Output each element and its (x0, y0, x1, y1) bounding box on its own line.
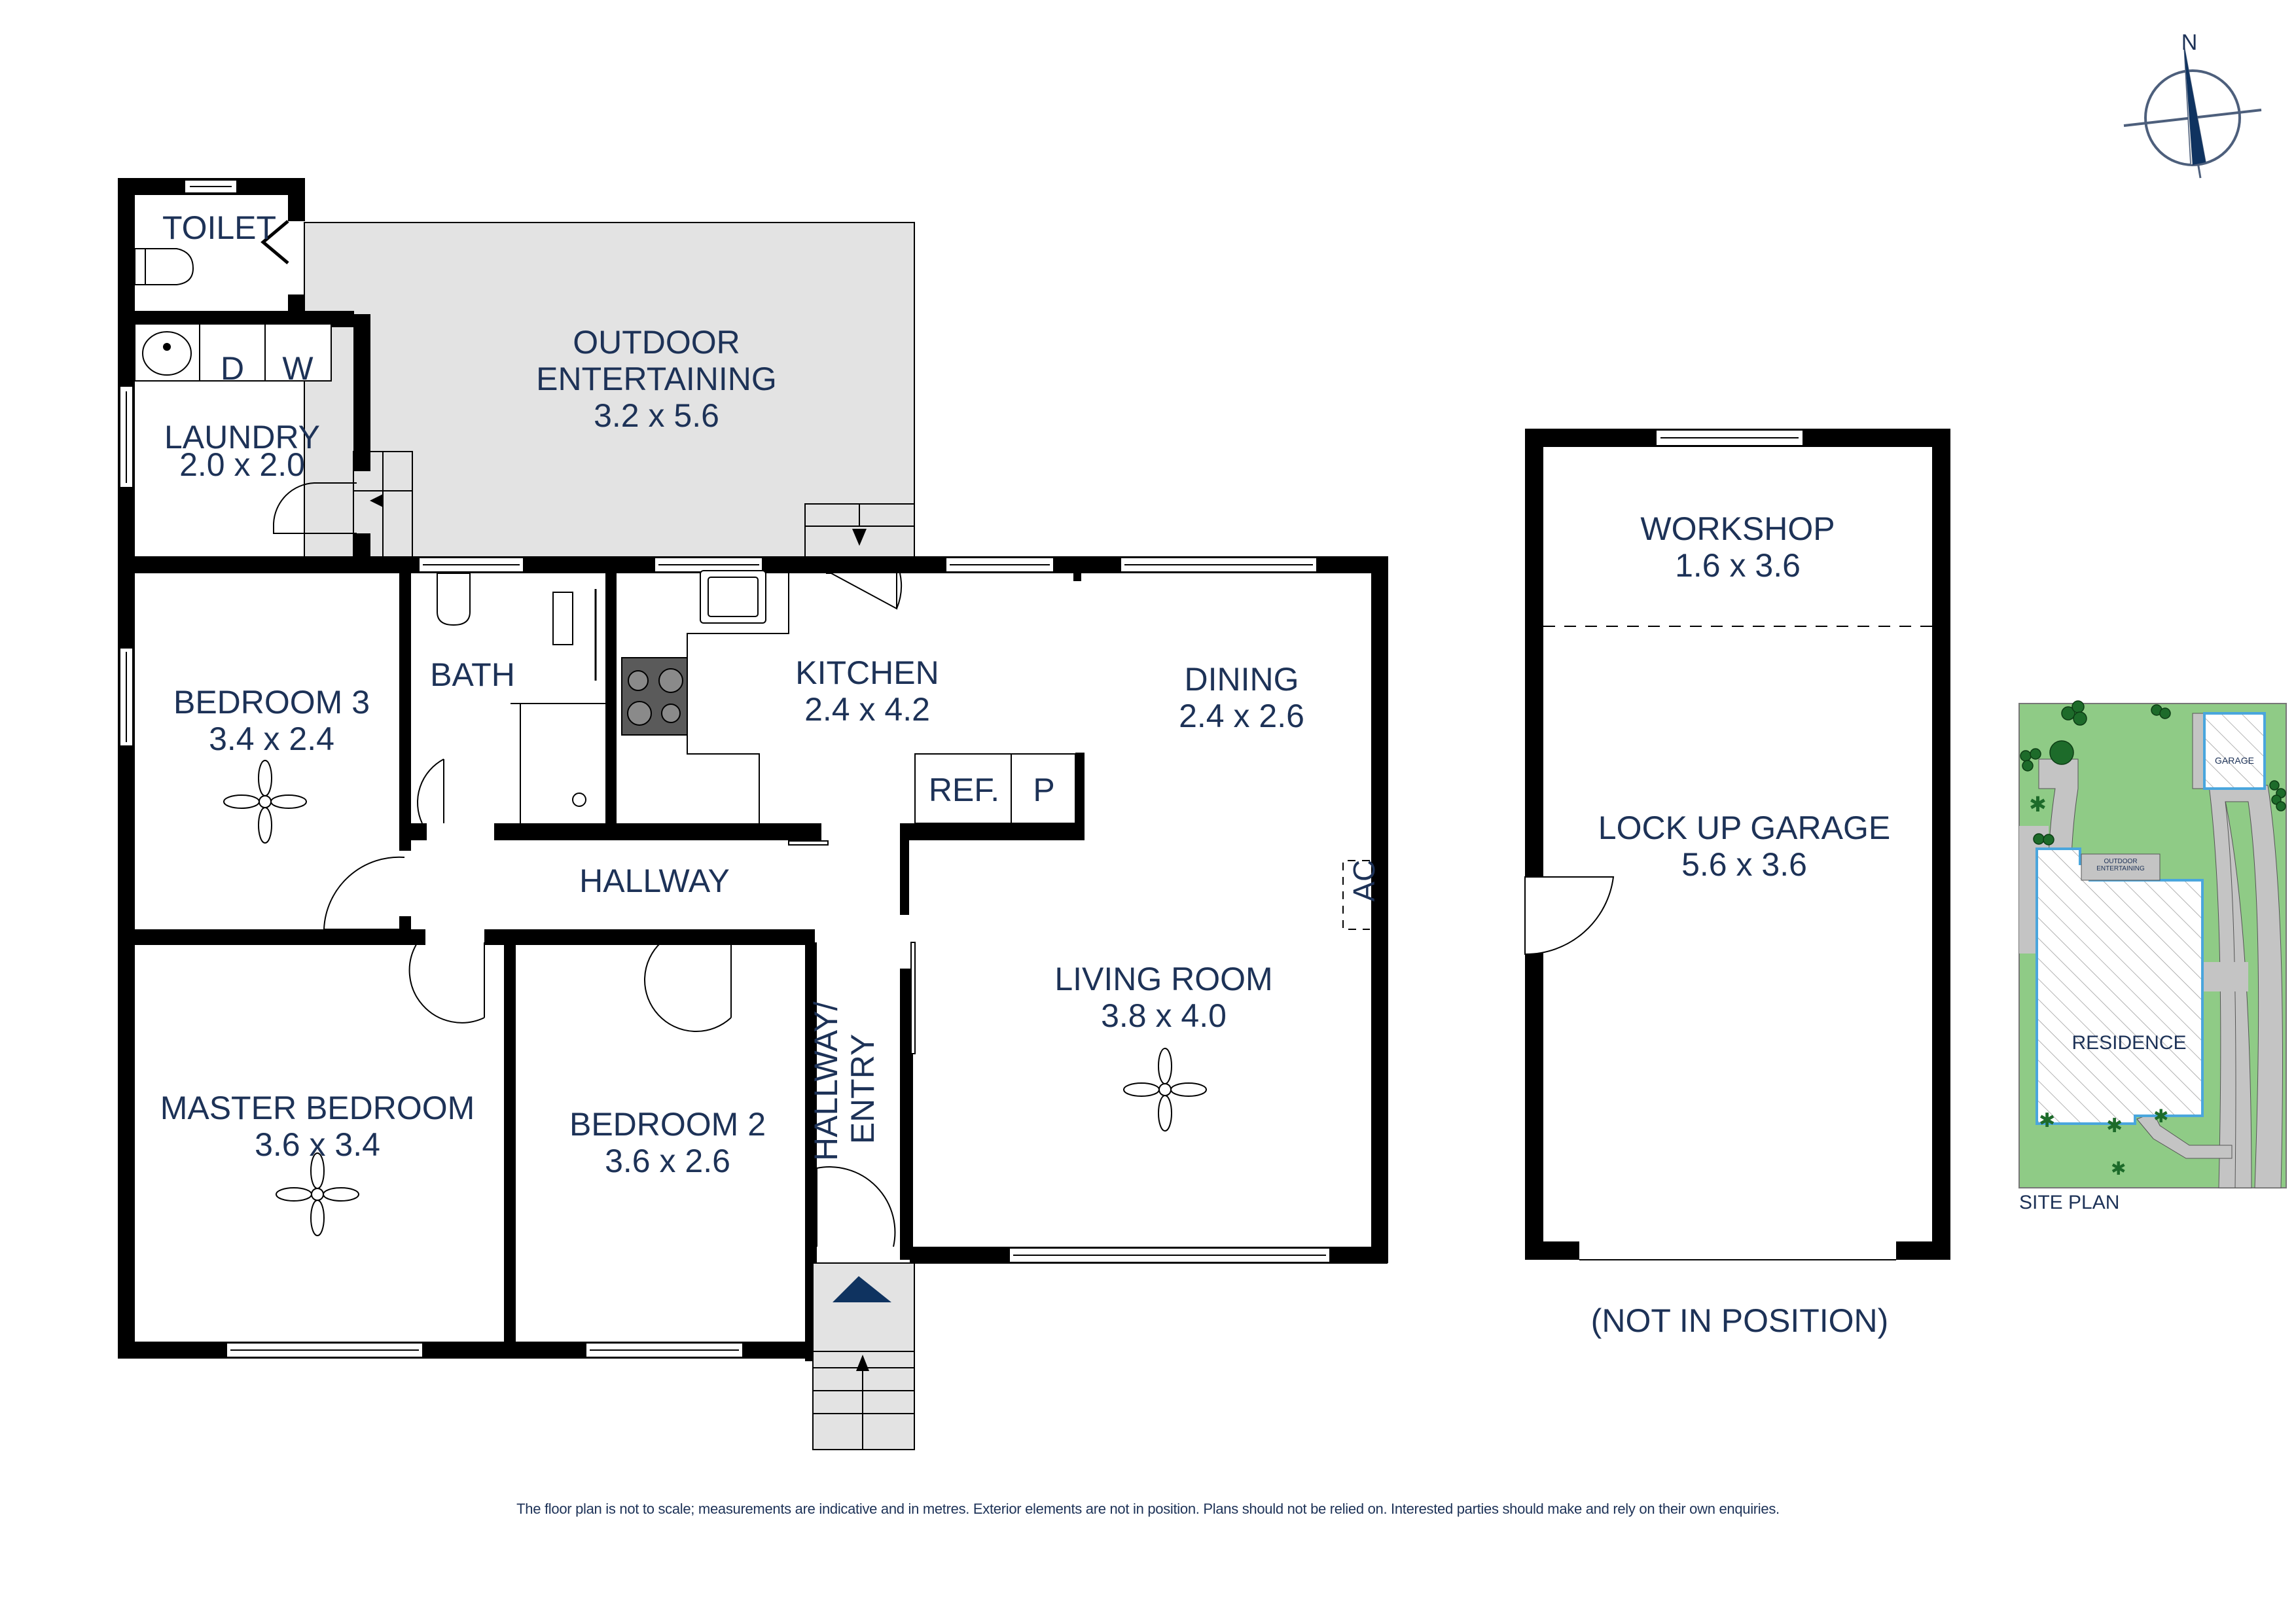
room-label-hallway-entry: HALLWAY/ ENTRY (808, 1001, 881, 1161)
room-name: LIVING ROOM (1054, 961, 1273, 997)
room-name: LAUNDRY (164, 419, 321, 455)
room-dimensions: 3.4 x 2.4 (209, 721, 334, 757)
room-name: MASTER BEDROOM (160, 1090, 475, 1126)
entry-arrow-icon (833, 1276, 891, 1302)
garage-details (1524, 429, 1932, 955)
garage-position-note: (NOT IN POSITION) (1590, 1302, 1889, 1339)
ceiling-fan-icon (1123, 1048, 1207, 1132)
room-name: ENTRY (844, 1033, 881, 1145)
room-name: ENTERTAINING (536, 361, 777, 397)
room-name: HALLWAY/ (808, 1001, 844, 1161)
fixtures (134, 248, 1370, 930)
room-label-bedroom-3: BEDROOM 3 3.4 x 2.4 (173, 684, 370, 757)
doors (260, 220, 916, 1247)
ac-unit-label: AC (1347, 859, 1382, 902)
room-name: LOCK UP GARAGE (1598, 810, 1891, 846)
room-name: KITCHEN (795, 654, 939, 691)
room-name: DINING (1184, 661, 1299, 698)
room-label-living-room: LIVING ROOM 3.8 x 4.0 (1054, 961, 1272, 1034)
room-name: BEDROOM 3 (173, 684, 370, 721)
room-label-dining: DINING 2.4 x 2.6 (1179, 661, 1304, 734)
room-label-bedroom-2: BEDROOM 2 3.6 x 2.6 (569, 1106, 766, 1179)
fridge-label: REF. (928, 772, 1000, 808)
room-dimensions: 3.6 x 3.4 (255, 1126, 380, 1163)
room-dimensions: 1.6 x 3.6 (1675, 547, 1801, 584)
room-name: HALLWAY (579, 863, 730, 899)
room-label-outdoor-entertaining: OUTDOOR ENTERTAINING 3.2 x 5.6 (536, 324, 777, 434)
room-dimensions: 3.8 x 4.0 (1101, 997, 1227, 1034)
room-dimensions: 2.4 x 4.2 (804, 691, 930, 728)
disclaimer-text: The floor plan is not to scale; measurem… (516, 1501, 1780, 1517)
svg-text:✱: ✱ (2111, 1158, 2126, 1179)
room-label-lock-up-garage: LOCK UP GARAGE 5.6 x 3.6 (1598, 810, 1890, 883)
room-label-laundry: LAUNDRY 2.0 x 2.0 (164, 419, 320, 483)
room-label-workshop: WORKSHOP 1.6 x 3.6 (1640, 510, 1835, 584)
room-name: OUTDOOR (573, 324, 740, 361)
room-label-master-bedroom: MASTER BEDROOM 3.6 x 3.4 (160, 1090, 475, 1163)
ceiling-fan-icon (223, 760, 307, 844)
svg-text:✱: ✱ (2106, 1115, 2123, 1137)
site-plan-map: ✱ ✱ ✱ ✱ ✱ (2018, 700, 2287, 1188)
pantry-label: P (1033, 772, 1055, 808)
washer-label: W (282, 350, 314, 387)
compass-north-label: N (2181, 30, 2198, 55)
north-compass-icon (2123, 45, 2262, 179)
entry-stoop (812, 1262, 915, 1450)
room-dimensions: 3.6 x 2.6 (605, 1143, 730, 1179)
site-plan-outdoor-line: OUTDOOR (2104, 858, 2138, 865)
room-dimensions: 2.4 x 2.6 (1179, 698, 1304, 734)
svg-text:✱: ✱ (2029, 792, 2047, 817)
room-name: BATH (430, 656, 515, 693)
garage-walls (1525, 429, 1950, 1260)
ceiling-fan-icon (276, 1152, 359, 1236)
room-label-hallway: HALLWAY (579, 863, 730, 899)
room-dimensions: 3.2 x 5.6 (594, 397, 719, 434)
room-name: BEDROOM 2 (569, 1106, 766, 1143)
site-plan-residence-label: RESIDENCE (2072, 1032, 2187, 1054)
room-dimensions: 5.6 x 3.6 (1681, 846, 1807, 883)
room-name: TOILET (162, 209, 277, 246)
svg-text:✱: ✱ (2039, 1109, 2055, 1132)
site-plan-outdoor-line: ENTERTAINING (2096, 865, 2145, 872)
site-plan-outdoor-label: OUTDOOR ENTERTAINING (2096, 858, 2145, 872)
site-plan-title: SITE PLAN (2019, 1192, 2120, 1213)
room-label-kitchen: KITCHEN 2.4 x 4.2 (795, 654, 939, 728)
room-name: WORKSHOP (1640, 510, 1835, 547)
site-plan-garage-label: GARAGE (2215, 755, 2254, 766)
room-dimensions: 2.0 x 2.0 (179, 446, 305, 483)
room-label-toilet: TOILET (162, 209, 276, 246)
dryer-label: D (220, 350, 245, 387)
svg-text:✱: ✱ (2153, 1105, 2168, 1127)
room-label-bath: BATH (430, 656, 515, 693)
windows (119, 179, 1331, 1358)
